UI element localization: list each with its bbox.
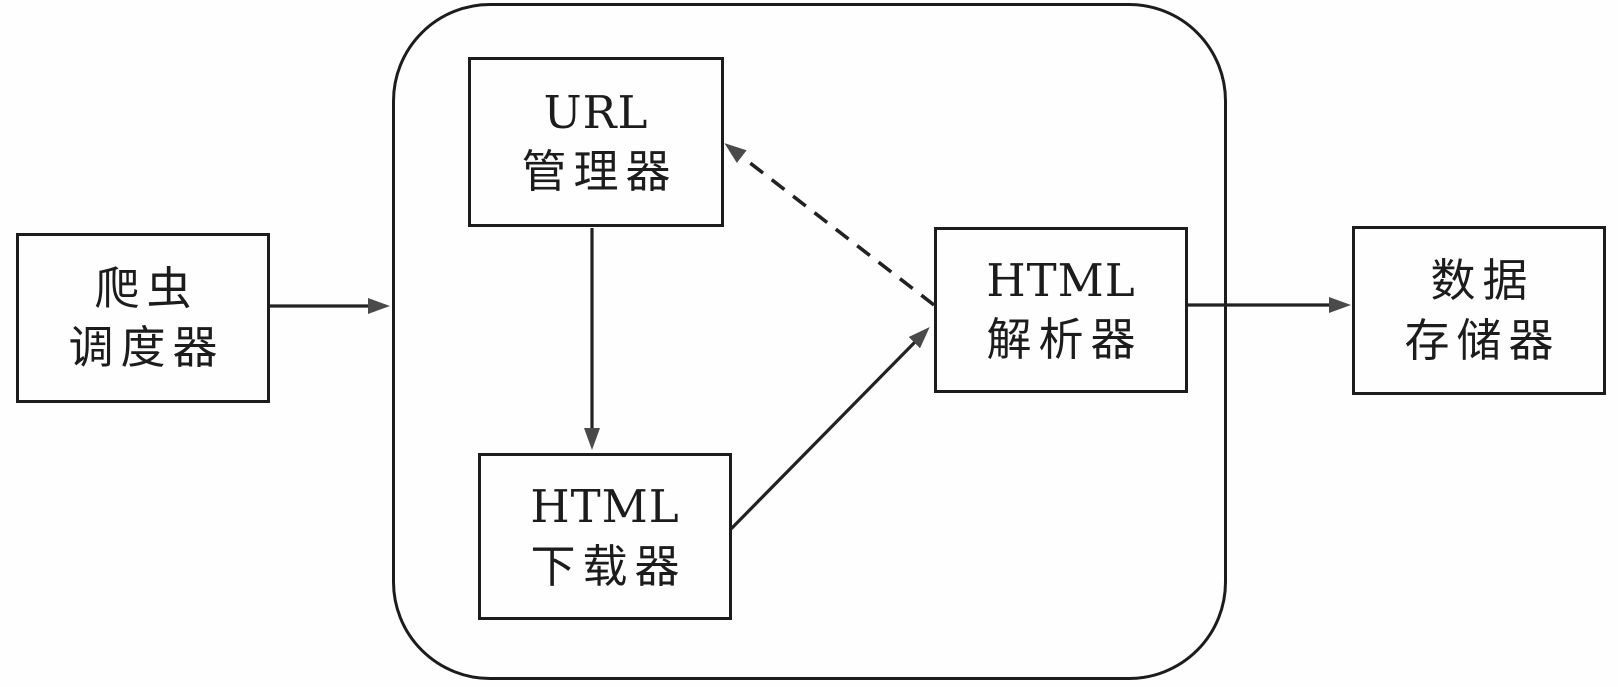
node-crawler-scheduler: 爬虫 调度器 bbox=[16, 233, 270, 403]
crawler-system-container bbox=[392, 3, 1227, 680]
node-label-line: HTML bbox=[986, 253, 1136, 307]
node-label-line: 解析器 bbox=[986, 313, 1143, 366]
node-label-line: 管理器 bbox=[521, 145, 678, 198]
node-html-downloader: HTML 下载器 bbox=[478, 453, 732, 620]
node-url-manager: URL 管理器 bbox=[468, 57, 724, 227]
node-label-line: HTML bbox=[530, 480, 680, 534]
node-label-line: 调度器 bbox=[68, 321, 225, 374]
node-label-line: URL bbox=[543, 85, 649, 139]
node-label-line: 下载器 bbox=[530, 539, 687, 593]
node-data-storage: 数据 存储器 bbox=[1352, 226, 1606, 395]
node-label-line: 爬虫 bbox=[94, 261, 199, 315]
node-label-line: 存储器 bbox=[1404, 313, 1561, 367]
node-html-parser: HTML 解析器 bbox=[934, 227, 1188, 393]
node-label-line: 数据 bbox=[1430, 254, 1535, 308]
